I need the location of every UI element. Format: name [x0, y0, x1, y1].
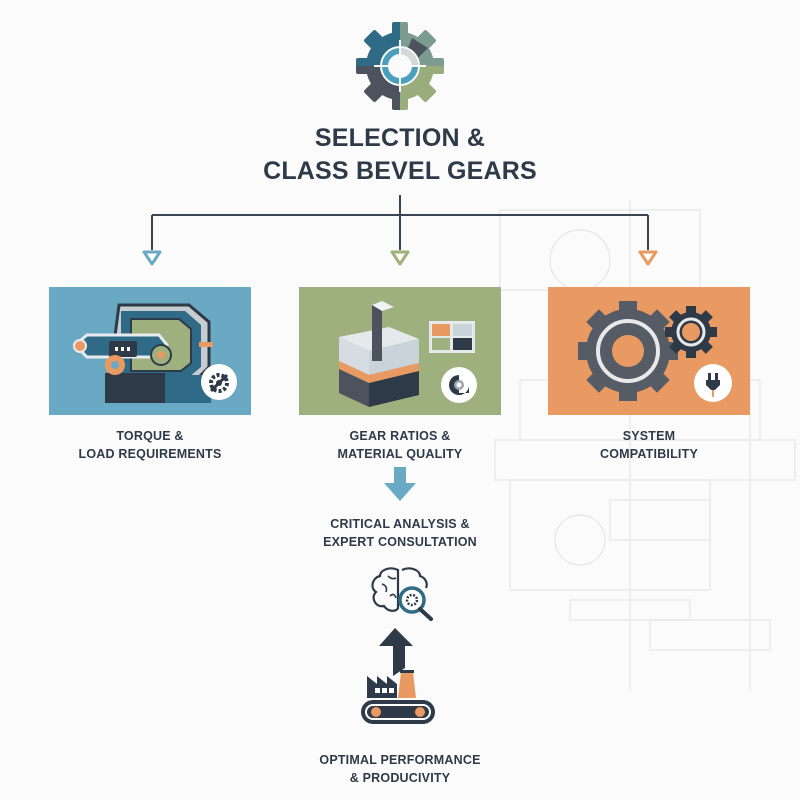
label-analysis: CRITICAL ANALYSIS & EXPERT CONSULTATION	[280, 515, 520, 551]
connector-lines	[142, 195, 658, 266]
label-ratios: GEAR RATIOS & MATERIAL QUALITY	[280, 427, 520, 463]
label-line-2: EXPERT CONSULTATION	[323, 535, 477, 549]
blueprint-background	[494, 200, 796, 690]
label-line-2: MATERIAL QUALITY	[337, 447, 463, 461]
label-line-1: CRITICAL ANALYSIS &	[330, 517, 470, 531]
label-line-1: SYSTEM	[622, 429, 676, 443]
label-compat: SYSTEM COMPATIBILITY	[529, 427, 769, 463]
label-line-2: COMPATIBILITY	[600, 447, 698, 461]
label-torque: TORQUE & LOAD REQUIREMENTS	[30, 427, 270, 463]
card-compat	[548, 287, 750, 415]
plug-icon	[706, 373, 720, 397]
label-line-2: LOAD REQUIREMENTS	[78, 447, 222, 461]
label-result: OPTIMAL PERFORMANCE & PRODUCIVITY	[280, 751, 520, 787]
gear-wrench-icon	[209, 373, 229, 393]
gear-icon	[356, 22, 444, 110]
title-line-2: CLASS BEVEL GEARS	[263, 157, 537, 185]
label-line-1: OPTIMAL PERFORMANCE	[319, 753, 481, 767]
label-line-1: TORQUE &	[116, 429, 184, 443]
arrow-down-icon	[384, 467, 416, 501]
title-line-1: SELECTION &	[314, 124, 486, 152]
page-title: SELECTION & CLASS BEVEL GEARS	[0, 122, 800, 188]
label-line-2: & PRODUCIVITY	[349, 771, 451, 785]
factory-arrow-up-icon	[361, 628, 435, 724]
arrow-compat-icon	[638, 250, 658, 266]
arrow-ratios-icon	[390, 250, 410, 266]
tape-measure-icon	[449, 375, 469, 395]
label-line-1: GEAR RATIOS &	[349, 429, 451, 443]
card-torque	[49, 287, 251, 415]
brain-magnifier-icon	[371, 567, 433, 621]
card-ratios	[299, 287, 501, 415]
machine-gear-icon	[72, 303, 237, 403]
arrow-torque-icon	[142, 250, 162, 266]
